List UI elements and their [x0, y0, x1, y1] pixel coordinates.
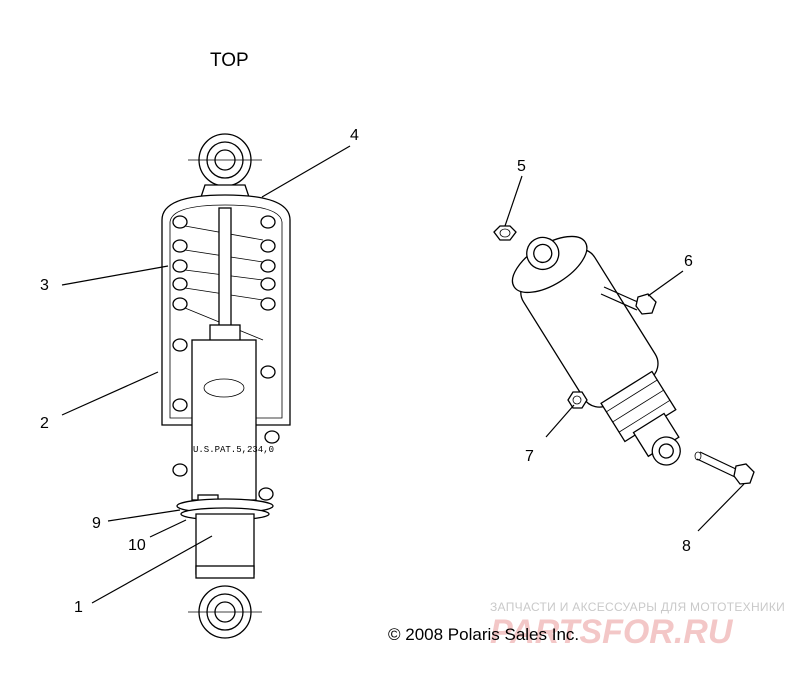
nut-7	[567, 391, 588, 409]
callout-3: 3	[40, 277, 49, 294]
callout-10: 10	[128, 537, 146, 554]
callouts: 1 2 3 4 5 6 7 8 9 10	[40, 127, 693, 616]
callout-4: 4	[350, 127, 359, 144]
callout-5: 5	[517, 158, 526, 175]
copyright: © 2008 Polaris Sales Inc.	[388, 625, 579, 644]
leader-lines	[61, 145, 745, 604]
callout-7: 7	[525, 448, 534, 465]
callout-9: 9	[92, 515, 101, 532]
watermark-tagline: ЗАПЧАСТИ И АКСЕССУАРЫ ДЛЯ МОТОТЕХНИКИ	[490, 600, 785, 614]
shock-shaft	[218, 207, 232, 341]
shock-body	[191, 339, 257, 501]
view-label-top: TOP	[210, 50, 249, 71]
bolt-6	[600, 286, 657, 315]
lower-body	[195, 513, 255, 575]
shock-assembly-exploded: U.S.PAT.5,234,0	[161, 133, 291, 639]
callout-8: 8	[682, 538, 691, 555]
patent-text: U.S.PAT.5,234,0	[193, 445, 274, 455]
spring	[172, 215, 280, 501]
callout-6: 6	[684, 253, 693, 270]
watermark-brand: PARTSFOR.RU	[490, 613, 734, 651]
bolt-8	[694, 451, 755, 485]
nut-5	[493, 225, 517, 241]
callout-2: 2	[40, 415, 49, 432]
callout-1: 1	[74, 599, 83, 616]
shock-assembled	[493, 225, 755, 485]
